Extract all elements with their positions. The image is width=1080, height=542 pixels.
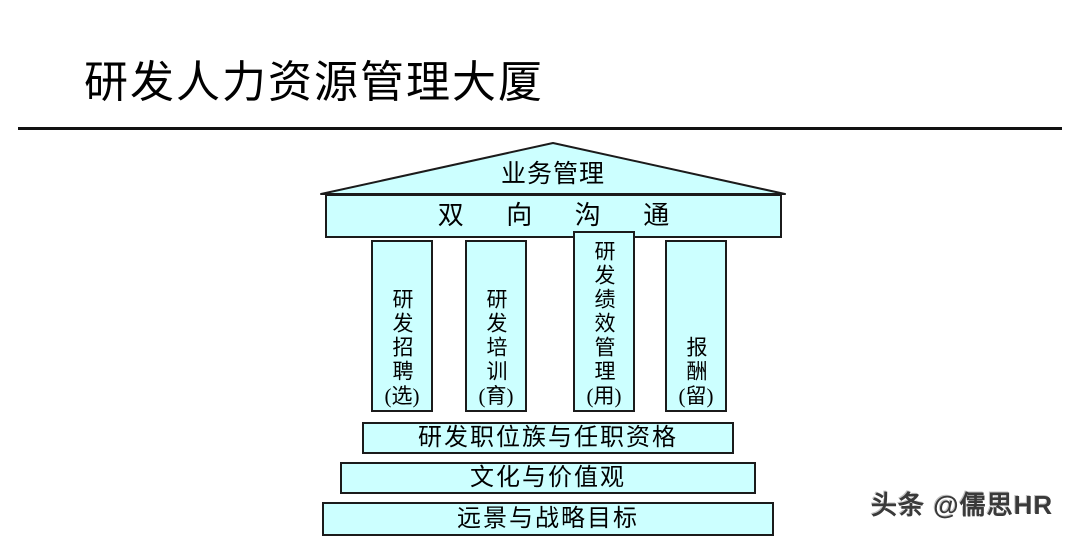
foundation-bar-job-family: 研发职位族与任职资格: [362, 422, 734, 454]
pillar-compensation-tag: (留): [678, 384, 714, 408]
watermark-text: 头条 @儒思HR: [871, 490, 1054, 520]
page-title: 研发人力资源管理大厦: [84, 58, 544, 107]
foundation-bar-job-family-label: 研发职位族与任职资格: [418, 425, 678, 451]
beam-label: 双 向 沟 通: [437, 201, 688, 230]
pillar-recruitment: 研发招聘 (选): [371, 240, 433, 412]
pillar-training: 研发培训 (育): [465, 240, 527, 412]
pillar-recruitment-tag: (选): [384, 384, 420, 408]
pillar-training-tag: (育): [478, 384, 514, 408]
pillar-performance-management-tag: (用): [586, 384, 622, 408]
title-divider-rule: [18, 127, 1062, 130]
roof-triangle-shape: [320, 142, 786, 195]
pillar-performance-management: 研发绩效管理 (用): [573, 231, 635, 412]
foundation-bar-vision-strategy-label: 远景与战略目标: [457, 506, 639, 532]
pillar-compensation: 报酬 (留): [665, 240, 727, 412]
pillar-compensation-label: 报酬: [684, 336, 708, 384]
beam-two-way-communication: 双 向 沟 通: [325, 194, 782, 238]
pillar-performance-management-label: 研发绩效管理: [592, 240, 616, 384]
foundation-bar-vision-strategy: 远景与战略目标: [322, 502, 774, 536]
pillar-recruitment-label: 研发招聘: [390, 288, 414, 384]
pillar-training-label: 研发培训: [484, 288, 508, 384]
foundation-bar-culture-values-label: 文化与价值观: [470, 465, 626, 491]
foundation-bar-culture-values: 文化与价值观: [340, 462, 756, 494]
